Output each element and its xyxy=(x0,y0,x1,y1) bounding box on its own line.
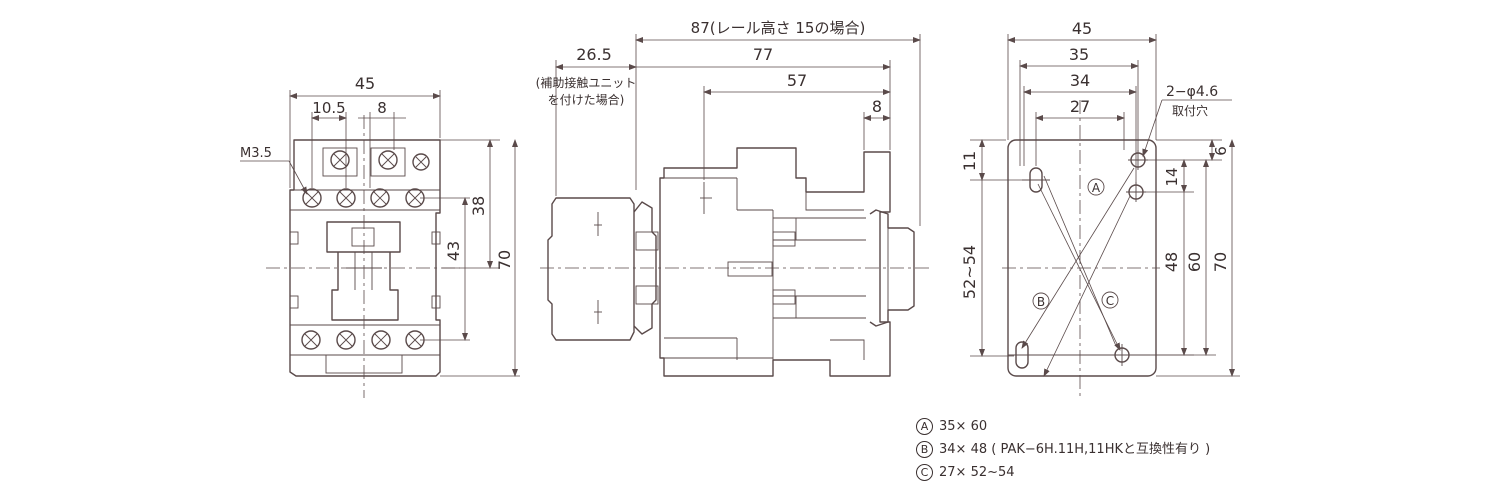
legend-marker-b: B xyxy=(916,441,933,458)
side-aux-offset-label: 26.5 xyxy=(576,45,612,64)
mount-right-14-label: 14 xyxy=(1163,167,1181,186)
aux-contact-unit xyxy=(547,197,635,341)
mount-right-70-label: 70 xyxy=(1211,252,1230,272)
side-overall-depth-label: 87(レール高さ 15の場合) xyxy=(691,19,866,37)
marker-a: A xyxy=(1092,181,1101,195)
aux-note-line2: を付けた場合) xyxy=(548,92,625,107)
legend-text-c: 27× 52~54 xyxy=(939,465,1015,480)
mount-width-34-label: 34 xyxy=(1070,71,1090,90)
din-rail xyxy=(869,209,915,327)
mounting-base-outline xyxy=(1007,139,1157,377)
mount-width-45-label: 45 xyxy=(1072,19,1092,38)
front-pitch-label-a: 10.5 xyxy=(312,99,345,117)
marker-b: B xyxy=(1037,295,1045,309)
mount-width-35-label: 35 xyxy=(1069,45,1089,64)
legend-item-c: C 27× 52~54 xyxy=(916,464,1015,482)
legend-marker-c: C xyxy=(916,464,933,481)
contactor-body xyxy=(659,147,891,377)
mount-hole-note: 取付穴 xyxy=(1172,103,1208,118)
mounting-view: A B C 45 35 34 27 2−φ4.6 取付穴 11 52~ xyxy=(960,19,1240,396)
side-depth-8-label: 8 xyxy=(872,97,882,116)
mount-right-6-label: 6 xyxy=(1212,146,1230,156)
front-body-outline xyxy=(289,139,441,377)
legend-item-a: A 35× 60 xyxy=(916,418,987,436)
front-height-label-b: 43 xyxy=(444,241,463,261)
front-view: 45 10.5 8 M3.5 38 43 70 xyxy=(240,74,520,398)
side-depth-77-label: 77 xyxy=(753,45,773,64)
mount-right-60-label: 60 xyxy=(1185,252,1204,272)
side-depth-57-label: 57 xyxy=(787,71,807,90)
screw-size-label: M3.5 xyxy=(240,146,272,161)
front-height-label-a: 38 xyxy=(469,196,488,216)
terminal-screws-top xyxy=(302,147,430,208)
legend-text-b: 34× 48 ( PAK−6H.11H,11HKと互換性有り ) xyxy=(939,442,1211,457)
terminal-screws-bottom xyxy=(301,330,425,374)
front-pitch-label-b: 8 xyxy=(377,99,387,117)
mount-left-11-label: 11 xyxy=(960,151,979,171)
legend-item-b: B 34× 48 ( PAK−6H.11H,11HKと互換性有り ) xyxy=(916,441,1210,459)
marker-c: C xyxy=(1106,294,1114,308)
front-width-label: 45 xyxy=(355,74,375,93)
side-view: 87(レール高さ 15の場合) 26.5 77 57 8 (補助接触ユニット を… xyxy=(536,19,930,377)
mount-hole-label: 2−φ4.6 xyxy=(1166,84,1218,100)
mount-width-27-label: 27 xyxy=(1070,97,1090,116)
front-height-label-total: 70 xyxy=(495,250,514,270)
mount-right-48-label: 48 xyxy=(1162,252,1181,272)
mount-left-range-label: 52~54 xyxy=(960,245,979,299)
legend-text-a: 35× 60 xyxy=(939,419,988,434)
legend-marker-a: A xyxy=(916,418,933,435)
aux-note-line1: (補助接触ユニット xyxy=(536,75,637,90)
